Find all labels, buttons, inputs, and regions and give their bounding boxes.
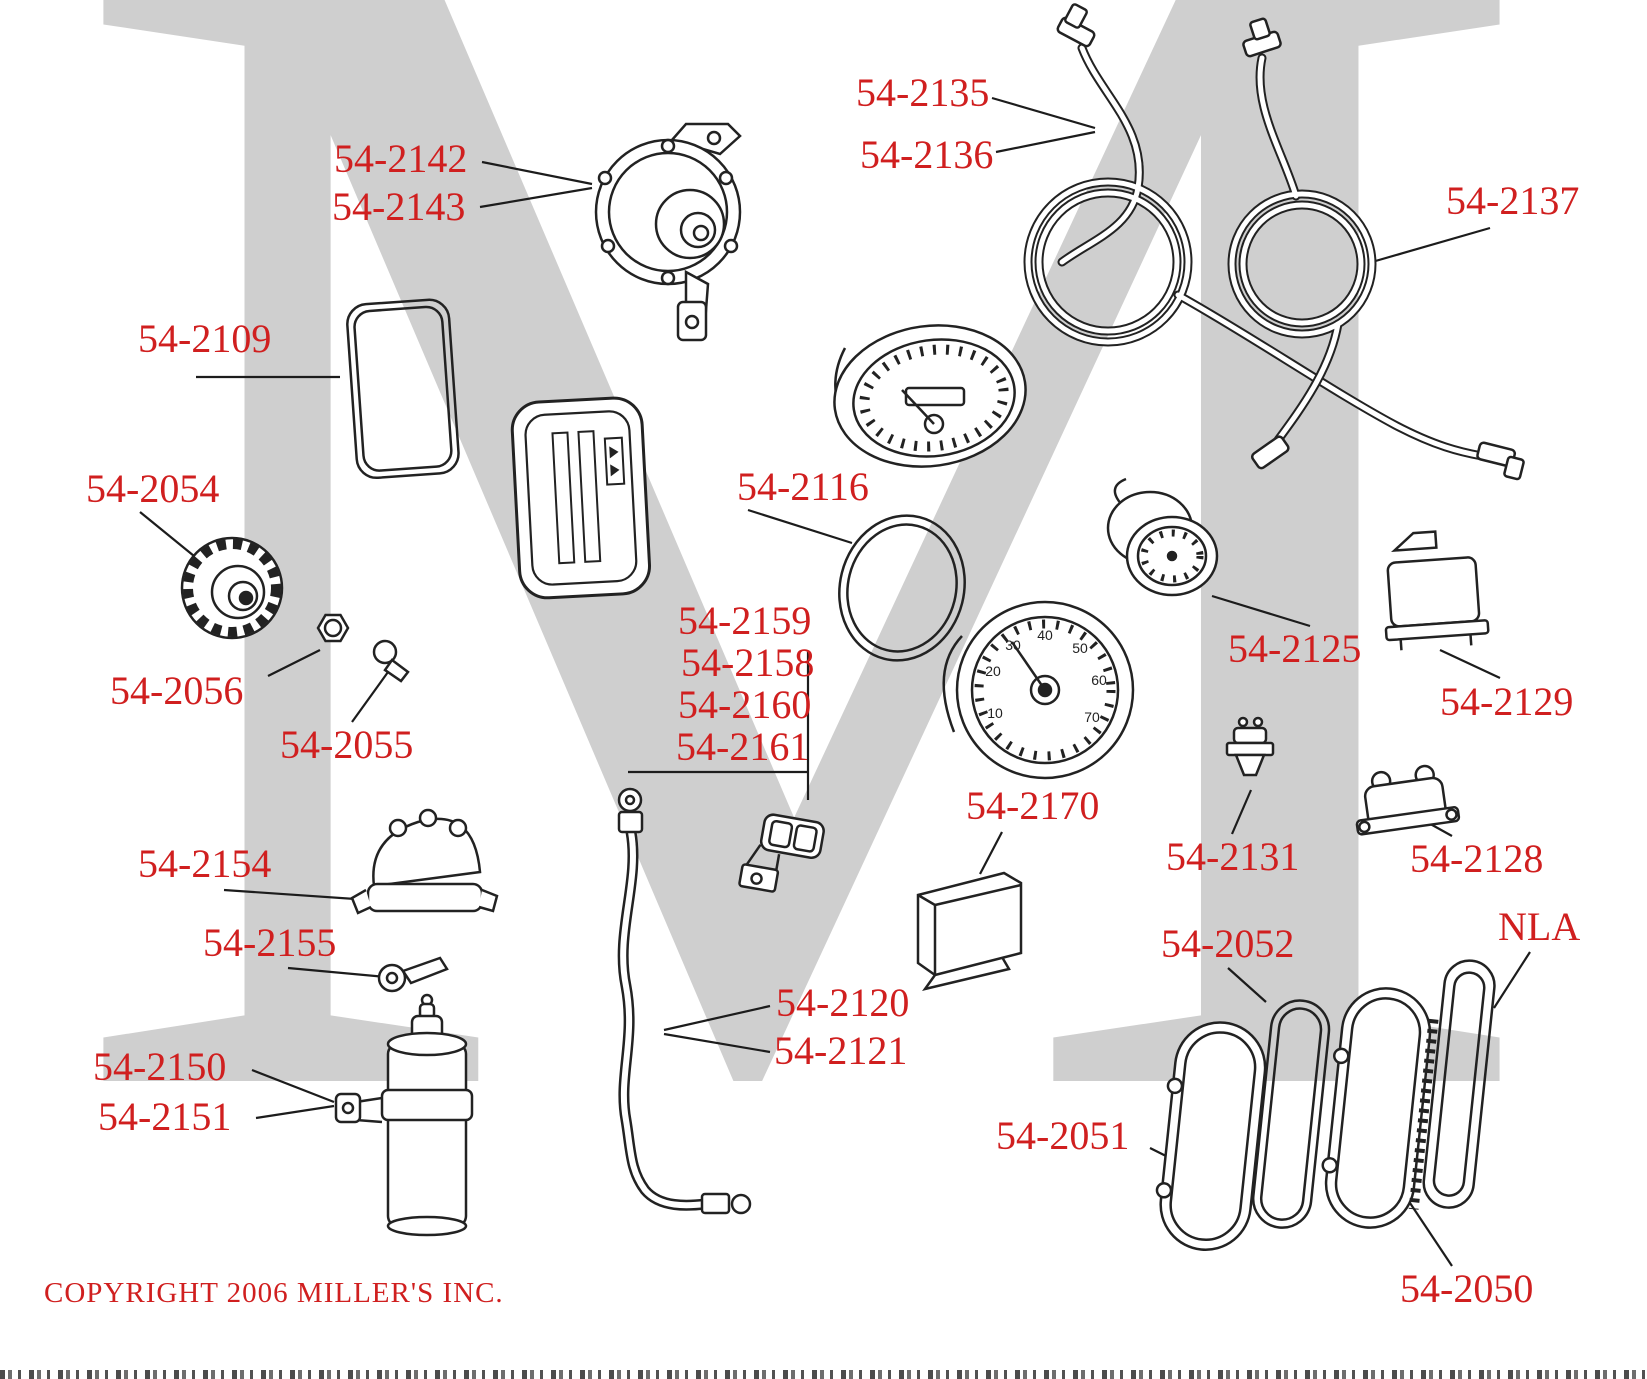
tachometer-icon: 10 20 30 40 50 60 70 bbox=[942, 600, 1135, 780]
part-label-54-2150: 54-2150 bbox=[93, 1044, 227, 1089]
part-label-54-2158: 54-2158 bbox=[681, 640, 815, 685]
dial-number-40: 40 bbox=[1037, 627, 1053, 643]
speedo-cable-icon-b bbox=[1227, 17, 1377, 470]
bezel-ring-icon bbox=[838, 514, 966, 662]
pulley-icon bbox=[180, 536, 284, 640]
part-label-nla: NLA bbox=[1498, 904, 1581, 949]
dial-number-20: 20 bbox=[985, 663, 1001, 679]
part-label-54-2142: 54-2142 bbox=[334, 136, 468, 181]
part-label-54-2131: 54-2131 bbox=[1166, 834, 1300, 879]
lens-seal-icon bbox=[1251, 999, 1331, 1229]
flex-hose-icon bbox=[617, 787, 752, 1215]
taillight-housing-icon bbox=[1321, 987, 1439, 1229]
speedo-cable-icon-a bbox=[1023, 3, 1525, 481]
part-label-54-2155: 54-2155 bbox=[203, 920, 337, 965]
part-label-54-2136: 54-2136 bbox=[860, 132, 994, 177]
part-label-54-2137: 54-2137 bbox=[1446, 178, 1580, 223]
part-label-54-2052: 54-2052 bbox=[1161, 921, 1295, 966]
part-label-54-2050: 54-2050 bbox=[1400, 1266, 1534, 1311]
part-label-54-2170: 54-2170 bbox=[966, 783, 1100, 828]
part-label-54-2116: 54-2116 bbox=[737, 464, 869, 509]
dial-number-70: 70 bbox=[1084, 709, 1100, 725]
part-label-54-2120: 54-2120 bbox=[776, 980, 910, 1025]
dial-number-10: 10 bbox=[987, 705, 1003, 721]
part-label-54-2135: 54-2135 bbox=[856, 70, 990, 115]
clip-icon bbox=[372, 639, 410, 683]
scan-artifact-strip bbox=[0, 1370, 1645, 1379]
ignition-coil-icon bbox=[334, 993, 474, 1237]
horn-icon bbox=[594, 122, 742, 342]
part-label-54-2154: 54-2154 bbox=[138, 841, 272, 886]
flasher-box-icon bbox=[916, 871, 1023, 991]
speedometer-icon bbox=[833, 324, 1027, 468]
part-label-54-2151: 54-2151 bbox=[98, 1094, 232, 1139]
part-label-54-2051: 54-2051 bbox=[996, 1113, 1130, 1158]
part-label-54-2161: 54-2161 bbox=[676, 724, 810, 769]
distributor-cap-icon bbox=[350, 808, 499, 915]
dial-number-30: 30 bbox=[1005, 637, 1021, 653]
taillight-lens-icon bbox=[1155, 1021, 1267, 1251]
part-label-54-2160: 54-2160 bbox=[678, 682, 812, 727]
flat-gasket-icon bbox=[1422, 959, 1496, 1209]
part-label-54-2121: 54-2121 bbox=[774, 1028, 908, 1073]
rotor-icon bbox=[377, 956, 449, 993]
part-label-54-2125: 54-2125 bbox=[1228, 626, 1362, 671]
part-label-54-2054: 54-2054 bbox=[86, 466, 220, 511]
relay-icon-2129 bbox=[1384, 530, 1490, 651]
gasket-icon bbox=[346, 298, 460, 480]
relay-icon-2128 bbox=[1355, 764, 1461, 836]
part-label-54-2109: 54-2109 bbox=[138, 316, 272, 361]
part-label-54-2129: 54-2129 bbox=[1440, 679, 1574, 724]
part-label-54-2128: 54-2128 bbox=[1410, 836, 1544, 881]
small-gauge-icon bbox=[1106, 477, 1219, 597]
dial-number-50: 50 bbox=[1072, 640, 1088, 656]
part-label-54-2159: 54-2159 bbox=[678, 598, 812, 643]
sender-bracket-icon bbox=[738, 813, 825, 893]
part-label-54-2056: 54-2056 bbox=[110, 668, 244, 713]
regulator-icon bbox=[510, 396, 652, 600]
nut-icon bbox=[316, 613, 350, 643]
part-label-54-2143: 54-2143 bbox=[332, 184, 466, 229]
temp-sensor-icon bbox=[1225, 716, 1275, 777]
leader-lines bbox=[139, 96, 1531, 1267]
copyright-text: COPYRIGHT 2006 MILLER'S INC. bbox=[44, 1277, 504, 1309]
dial-number-60: 60 bbox=[1091, 672, 1107, 688]
part-label-54-2055: 54-2055 bbox=[280, 722, 414, 767]
